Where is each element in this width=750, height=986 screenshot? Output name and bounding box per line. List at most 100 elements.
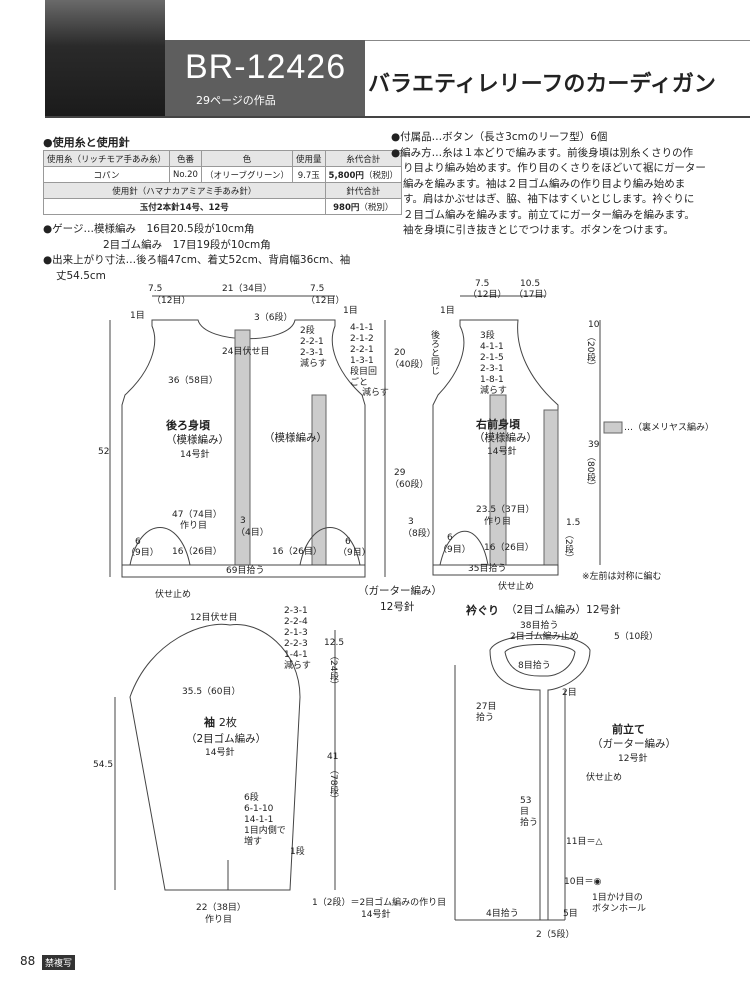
placket-five: 5目: [563, 909, 578, 919]
legend-reverse-stockinette: …（裏メリヤス編み）: [624, 423, 715, 433]
back-height: 52: [98, 447, 110, 457]
back-garter: （ガーター編み）: [358, 585, 442, 597]
back-bindoff: 24目伏せ目: [222, 347, 270, 357]
sleeve-title-wrap: 袖 2枚: [204, 716, 237, 729]
back-body-rows: （60段）: [390, 480, 429, 490]
back-width-right: 7.5: [310, 284, 325, 294]
front-hem-sub: 作り目: [484, 517, 512, 527]
back-bindoff-label: 伏せ止め: [155, 590, 192, 600]
sleeve-cap-rows: （24段）: [328, 651, 338, 690]
method-line: ●編み方…糸は１本どりで編みます。前後身頃は別糸くさりの作: [391, 147, 694, 159]
collar-sub: （2目ゴム編み）12号針: [506, 604, 621, 616]
sleeve-width: 35.5（60目）: [182, 687, 241, 697]
size-line: ●出来上がり寸法…後ろ幅47cm、着丈52cm、背肩幅36cm、袖: [43, 254, 351, 266]
front-one: 1目: [440, 306, 455, 316]
back-armhole-h: 20: [394, 348, 406, 358]
method-line: 袖を身頃に引き抜きとじでつけます。ボタンをつけます。: [403, 224, 674, 236]
sleeve-base: 22（38目）: [196, 903, 246, 913]
front-width-right-st: （17目）: [514, 290, 553, 300]
sleeve-needle: 14号針: [205, 748, 235, 758]
back-body-h: 29: [394, 468, 406, 478]
collar-stop: 2目ゴム編み止め: [510, 632, 579, 642]
placket-ten: 10目＝◉: [564, 877, 602, 887]
sleeve-count: 2枚: [218, 716, 237, 729]
front-dec: 3段 4-1-1 2-1-5 2-3-1 1-8-1 減らす: [480, 331, 507, 396]
yarn-col: 使用糸（リッチモア手あみ糸）: [42, 150, 171, 167]
front-pattern: （模様編み）: [474, 432, 537, 444]
sleeve-bindoff: 12目伏せ目: [190, 613, 238, 623]
size-line-2: 丈54.5cm: [56, 270, 106, 282]
collar-title: 衿ぐり: [466, 604, 499, 617]
front-pickup: 35目拾う: [468, 564, 507, 574]
back-side-right-st: （9目）: [338, 548, 371, 558]
sleeve-arm-h: 41: [327, 752, 339, 762]
sleeve-rib-needle: 14号針: [361, 910, 391, 920]
sleeve-rib-note: 1（2段）＝2目ゴム編みの作り目: [312, 898, 447, 908]
placket-pick53: 53 目 拾う: [520, 796, 539, 828]
sleeve-pattern: （2目ゴム編み）: [186, 733, 267, 745]
front-width-right: 10.5: [520, 279, 541, 289]
placket-bindoff: 伏せ止め: [586, 773, 623, 783]
back-neck: 3（6段）: [254, 313, 293, 323]
back-bottom-left: 16（26目）: [172, 547, 222, 557]
back-center-pattern: （模様編み）: [264, 432, 327, 444]
front-title: 右前身頃: [476, 418, 520, 431]
back-hem-sub: 作り目: [180, 521, 208, 531]
back-garter-needle: 12号針: [380, 601, 415, 613]
method-line: ２目ゴム編みを編みます。前立てにガーター編みを編みます。: [403, 209, 695, 221]
front-side-st: （9目）: [438, 545, 471, 555]
method-line: す。肩はかぶせはぎ、脇、袖下はすくいとじします。衿ぐりに: [403, 193, 695, 205]
gauge-line-2: 2目ゴム編み 17目19段が10cm角: [103, 239, 271, 251]
collar-rows: 5（10段）: [614, 632, 659, 642]
sleeve-inc: 6段 6-1-10 14-1-1 1目内側で 増す: [244, 793, 286, 847]
front-width-left-st: （12目）: [468, 290, 507, 300]
front-top-h: 10: [588, 320, 600, 330]
needle-cost-cell: 980円（税別）: [324, 198, 402, 215]
front-total-rows: （80段）: [585, 452, 595, 491]
sleeve-arm-rows: （78段）: [328, 765, 338, 804]
back-rib-w: 3: [240, 516, 246, 526]
front-total-h: 39: [588, 440, 600, 450]
placket-bottom: 2（5段）: [536, 930, 575, 940]
back-width-left: 7.5: [148, 284, 163, 294]
front-bindoff-label: 伏せ止め: [498, 582, 535, 592]
back-width-left-st: （12目）: [152, 296, 191, 306]
back-title: 後ろ身頃: [166, 419, 210, 432]
needle-cell: 玉付2本針14号、12号: [43, 198, 326, 215]
back-shoulder-dec: 2段 2-2-1 2-3-1 減らす: [300, 326, 327, 369]
back-armhole-rows: （40段）: [390, 360, 429, 370]
placket-needle: 12号針: [618, 754, 648, 764]
page-title: バラエティレリーフのカーディガン: [368, 72, 716, 97]
back-chest: 36（58目）: [168, 376, 218, 386]
back-width-mid: 21（34目）: [222, 284, 272, 294]
front-hem-rows: （2段）: [563, 530, 573, 563]
placket-sub: （ガーター編み）: [592, 738, 676, 750]
needle-cost-col: 針代合計: [324, 182, 402, 199]
gauge-line: ●ゲージ…模様編み 16目20.5段が10cm角: [43, 223, 255, 235]
sleeve-base-sub: 作り目: [205, 915, 233, 925]
back-hem-label: 47（74目）: [172, 510, 222, 520]
front-top-rows: （20段）: [585, 332, 595, 371]
accessories-line: ●付属品…ボタン（長さ3cmのリーフ型）6個: [391, 131, 608, 143]
front-hem-h: 1.5: [566, 518, 581, 528]
yarn-heading: ●使用糸と使用針: [43, 136, 130, 149]
header-rule: [365, 40, 750, 41]
sleeve-dec: 2-3-1 2-2-4 2-1-3 2-2-3 1-4-1 減らす: [284, 606, 311, 671]
placket-title: 前立て: [612, 723, 645, 736]
front-width-left: 7.5: [475, 279, 490, 289]
mirror-note: ※左前は対称に編む: [582, 572, 662, 582]
yarn-table: 使用糸（リッチモア手あみ糸） 色番 色 使用量 糸代合計 コパン No.20 （…: [42, 150, 402, 215]
back-side-left: 6: [135, 537, 141, 547]
sleeve-cap-h: 12.5: [324, 638, 345, 648]
back-one-left: 1目: [130, 311, 145, 321]
yarn-cost-cell: 5,800円（税別）: [324, 166, 402, 183]
sleeve-length: 54.5: [93, 760, 114, 770]
back-one-right: 1目: [343, 306, 358, 316]
back-needle: 14号針: [180, 450, 210, 460]
method-line: り目より編み始めます。作り目のくさりをほどいて裾にガーター: [403, 162, 706, 174]
yarn-col: 色: [200, 150, 294, 167]
copy-badge: 禁複写: [42, 955, 76, 970]
placket-eleven: 11目＝△: [566, 837, 603, 847]
collar-pickup: 38目拾う: [520, 621, 559, 631]
front-side: 6: [447, 533, 453, 543]
